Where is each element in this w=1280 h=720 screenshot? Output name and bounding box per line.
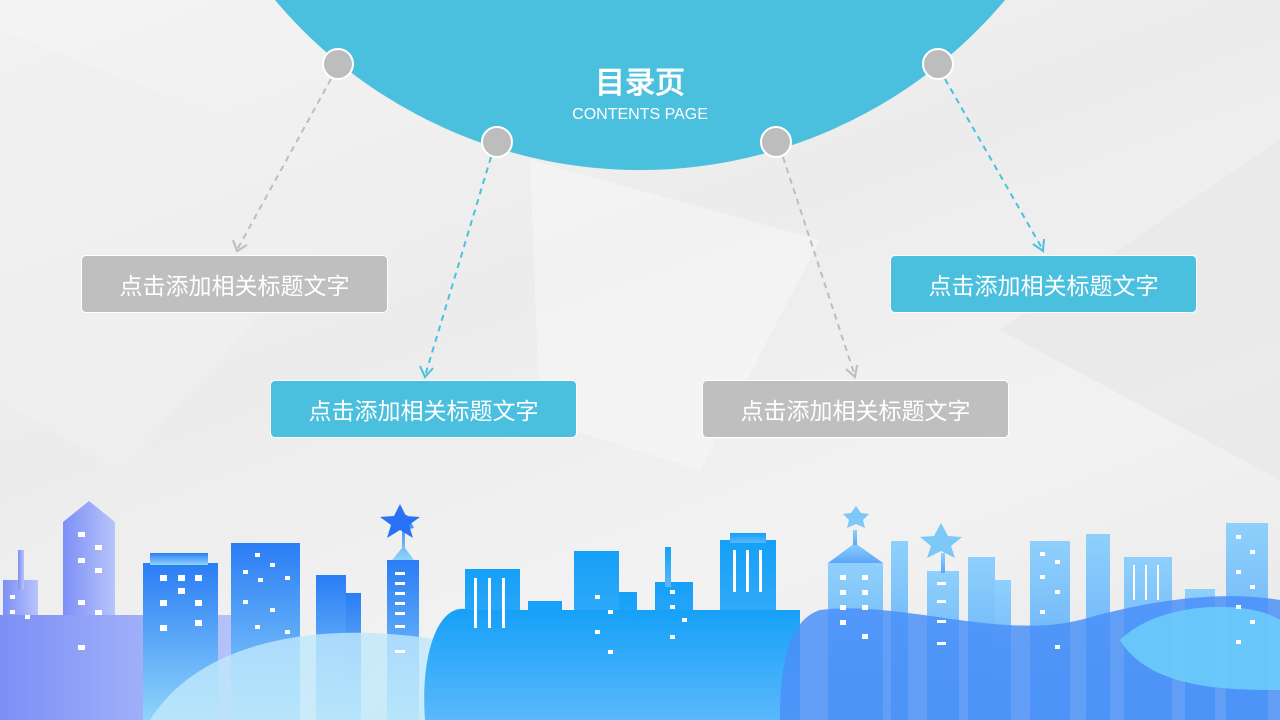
contents-item-4[interactable]: 点击添加相关标题文字 xyxy=(890,255,1197,313)
star-icon xyxy=(380,504,420,538)
bg-facet xyxy=(0,30,380,470)
node-dot xyxy=(760,126,792,158)
connector-line xyxy=(782,156,856,377)
page-subtitle: CONTENTS PAGE xyxy=(572,106,708,123)
node-dot xyxy=(922,48,954,80)
star-icon xyxy=(920,523,962,558)
contents-item-2[interactable]: 点击添加相关标题文字 xyxy=(270,380,577,438)
connector-line xyxy=(424,156,492,377)
arrow-head-icon xyxy=(419,365,434,379)
contents-item-1[interactable]: 点击添加相关标题文字 xyxy=(81,255,388,313)
header-arc xyxy=(275,0,1005,170)
contents-item-3[interactable]: 点击添加相关标题文字 xyxy=(702,380,1009,438)
bg-facet xyxy=(530,160,820,470)
arrow-head-icon xyxy=(845,364,858,379)
star-icon xyxy=(843,506,869,528)
node-dot xyxy=(481,126,513,158)
page-title: 目录页 xyxy=(595,66,685,101)
arrow-head-icon xyxy=(232,239,248,253)
arrow-head-icon xyxy=(1032,238,1045,253)
node-dot xyxy=(322,48,354,80)
